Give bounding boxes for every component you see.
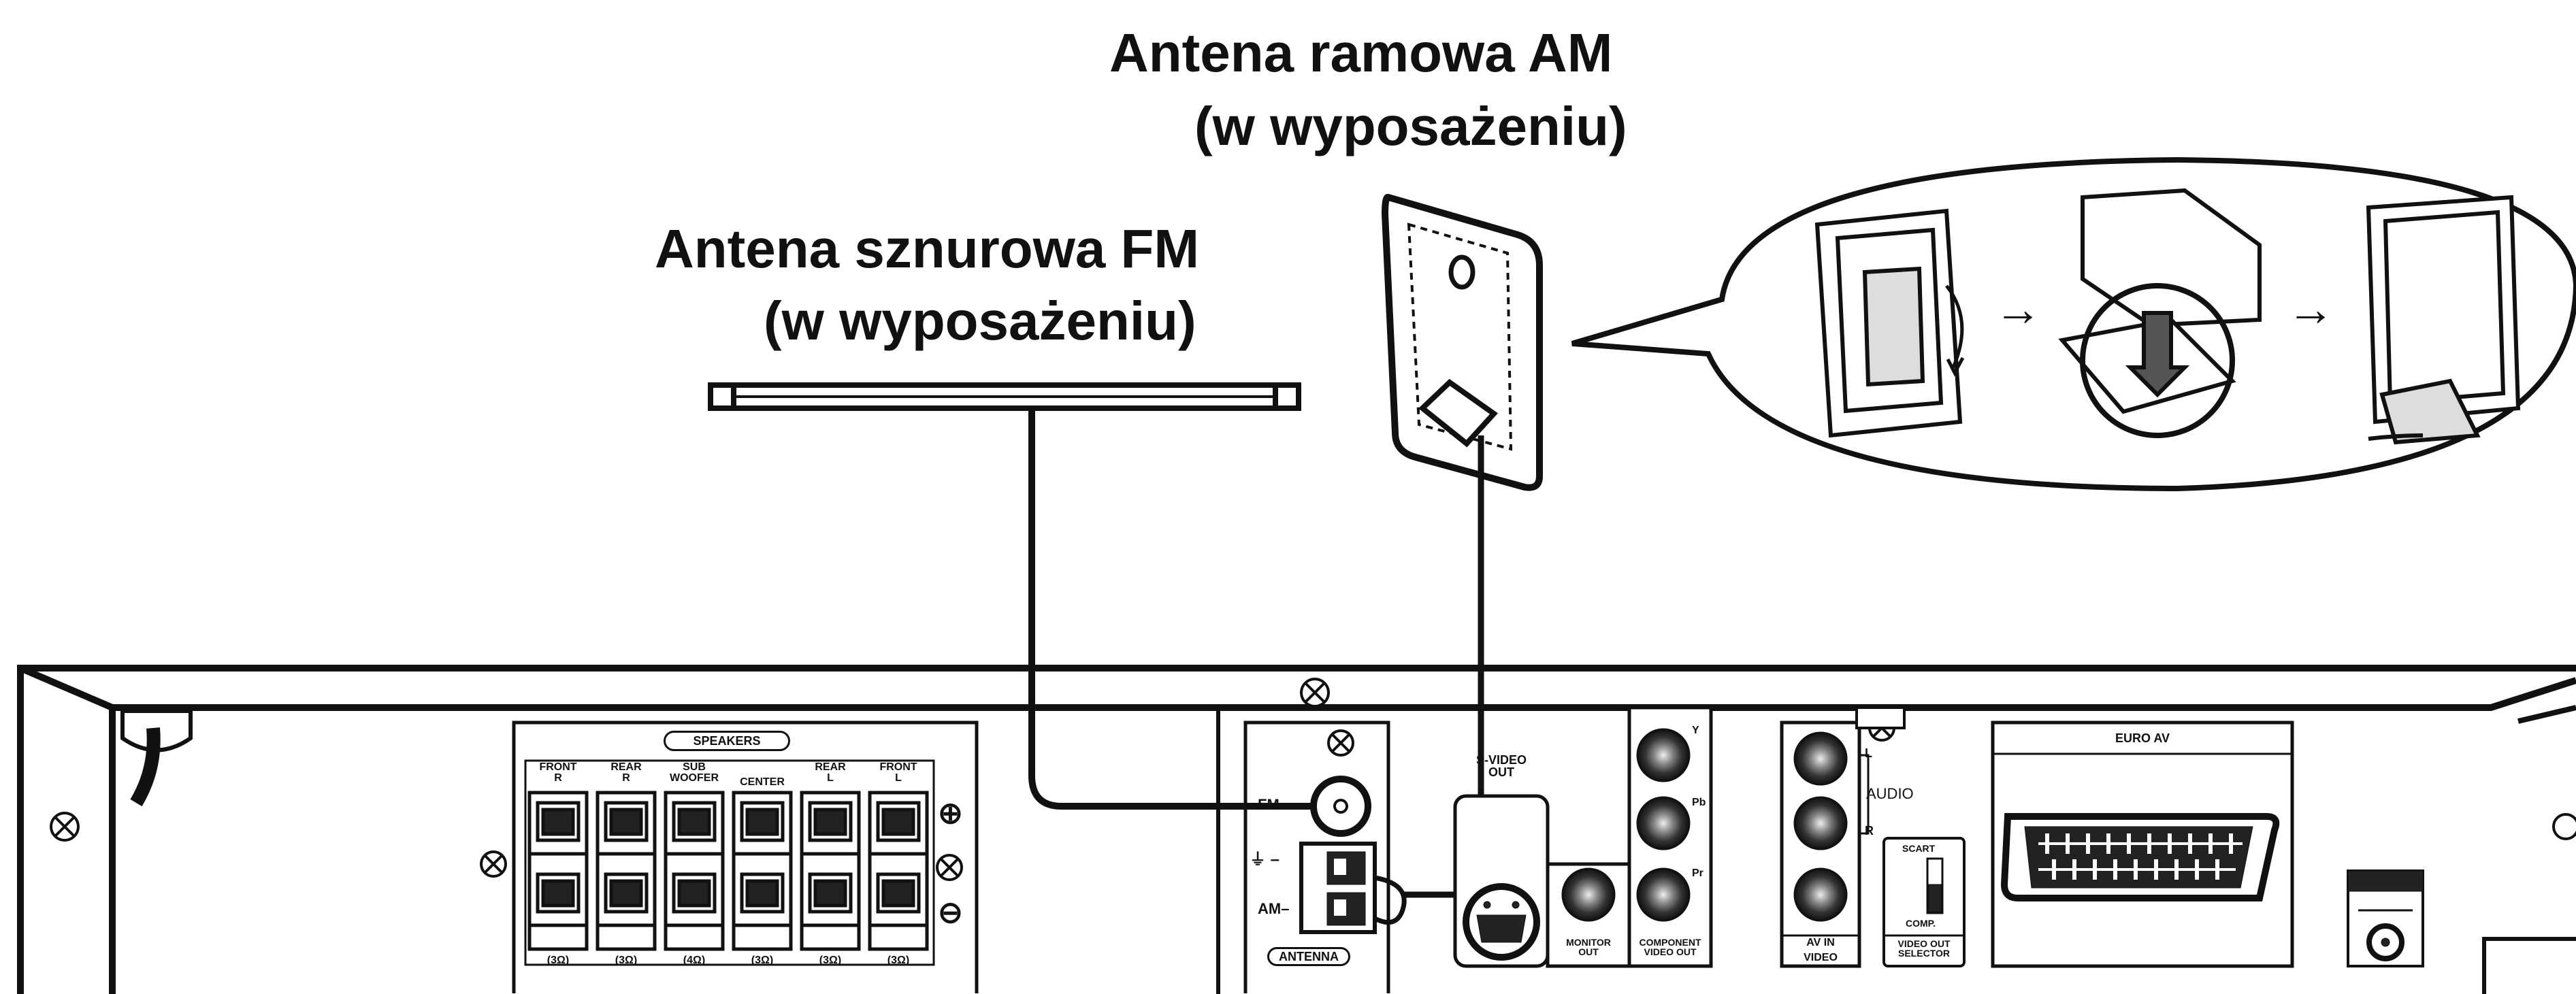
speaker-impedance-center: (3Ω) <box>751 955 774 966</box>
dc-socket <box>2347 869 2424 967</box>
antenna-terminal-block <box>1243 720 1407 993</box>
speaker-label-rear-r: REAR R <box>610 761 642 784</box>
speaker-label-front-r: FRONT R <box>539 761 577 784</box>
fm-antenna-caption-title: Antena sznurowa FM <box>655 218 1200 279</box>
speaker-plus-icon: ⊕ <box>938 797 963 830</box>
speaker-label-rear-l: REAR L <box>815 761 846 784</box>
speakers-title: SPEAKERS <box>664 731 790 751</box>
speaker-impedance-subwoofer: (4Ω) <box>683 955 706 966</box>
power-cord <box>120 709 193 807</box>
av-in-l-label: L <box>1865 746 1872 760</box>
euro-av-block <box>1991 720 2294 968</box>
speaker-label-subwoofer: SUB WOOFER <box>670 761 719 784</box>
speaker-impedance-front-l: (3Ω) <box>887 955 910 966</box>
component-pb-label: Pb <box>1692 797 1706 808</box>
speakers-block <box>512 720 979 993</box>
antenna-ground-label: ⏚ – <box>1250 850 1280 869</box>
component-video-out-label: COMPONENT VIDEO OUT <box>1639 937 1701 957</box>
speaker-impedance-rear-r: (3Ω) <box>615 955 638 966</box>
receiver-back-panel <box>17 665 2576 994</box>
video-out-selector <box>1882 837 1966 967</box>
component-y-label: Y <box>1692 725 1699 736</box>
assembly-callout: → → <box>1571 156 2576 492</box>
antenna-title: ANTENNA <box>1267 947 1350 966</box>
svg-text:→: → <box>2287 282 2334 335</box>
euro-av-label: EURO AV <box>2115 731 2170 745</box>
am-antenna-caption-title: Antena ramowa AM <box>1109 22 1613 83</box>
am-antenna-caption-sub: (w wyposażeniu) <box>1194 96 1627 156</box>
speaker-impedance-front-r: (3Ω) <box>547 955 570 966</box>
speaker-minus-icon: ⊖ <box>938 896 963 929</box>
av-in-r-label: R <box>1865 824 1874 838</box>
av-in-title: AV IN <box>1806 937 1835 948</box>
av-in-video-label: VIDEO <box>1804 952 1838 963</box>
fm-antenna-wire <box>708 382 1327 810</box>
video-output-block <box>1453 706 1713 968</box>
av-in-block <box>1780 706 1906 968</box>
svg-text:→: → <box>1994 282 2042 335</box>
av-in-audio-label: AUDIO <box>1866 785 1914 802</box>
antenna-am-label: AM– <box>1258 900 1290 917</box>
speaker-label-front-l: FRONT L <box>879 761 917 784</box>
monitor-out-label: MONITOR OUT <box>1566 937 1611 957</box>
speaker-impedance-rear-l: (3Ω) <box>819 955 842 966</box>
selector-comp-label: COMP. <box>1906 918 1936 929</box>
speaker-label-center: CENTER <box>740 776 785 788</box>
component-pr-label: Pr <box>1692 867 1703 879</box>
svideo-out-label: S-VIDEO OUT <box>1476 753 1527 779</box>
am-loop-antenna <box>1381 193 1543 898</box>
video-out-selector-title: VIDEO OUT SELECTOR <box>1897 938 1951 959</box>
selector-scart-label: SCART <box>1902 843 1936 854</box>
fm-antenna-caption-sub: (w wyposażeniu) <box>764 291 1196 351</box>
antenna-fm-label: FM– <box>1258 796 1288 813</box>
